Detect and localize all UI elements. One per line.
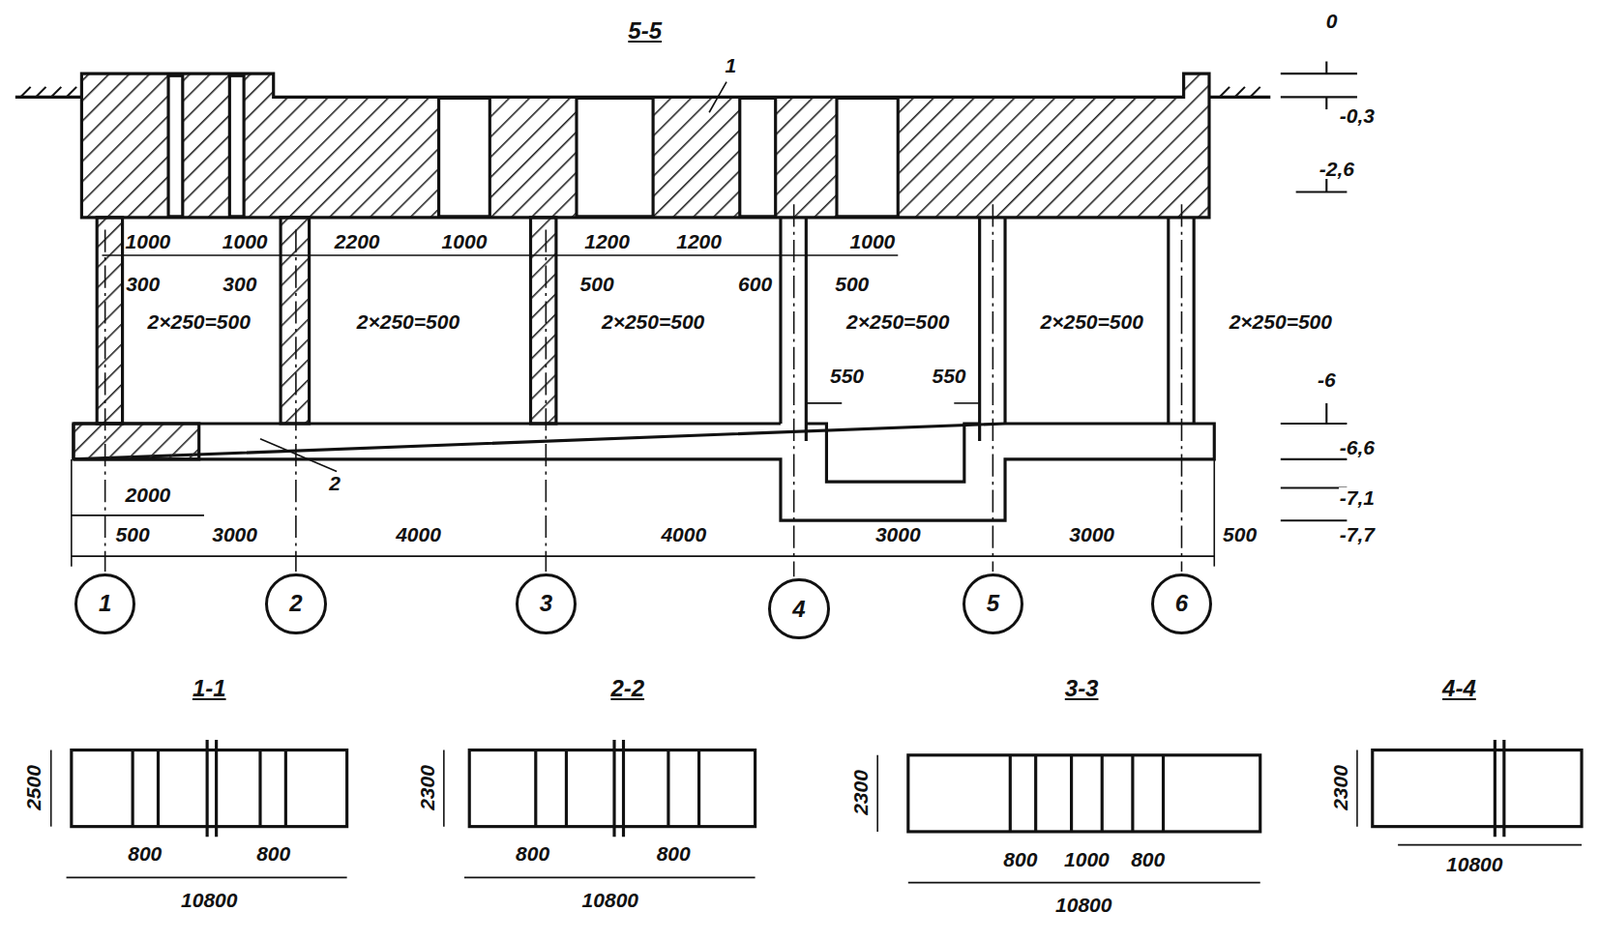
section-title: 5-5 bbox=[626, 19, 663, 43]
elevation-mark: -6,6 bbox=[1338, 437, 1376, 458]
dimension: 4000 bbox=[659, 524, 708, 545]
dimension: 2×250=500 bbox=[355, 311, 461, 332]
dimension: 300 bbox=[124, 273, 161, 295]
axis-circle: 4 bbox=[768, 578, 830, 640]
callout-number: 1 bbox=[723, 55, 738, 76]
dimension: 2000 bbox=[124, 484, 173, 505]
dimension: 2200 bbox=[333, 231, 382, 252]
dimension: 4000 bbox=[394, 524, 443, 545]
section-title: 2-2 bbox=[609, 677, 646, 701]
axis-number: 1 bbox=[98, 590, 112, 618]
dimension: 1200 bbox=[675, 231, 723, 252]
dimension: 2×250=500 bbox=[845, 311, 950, 332]
dimension: 10800 bbox=[1054, 894, 1113, 916]
elevation-mark: -7,7 bbox=[1338, 524, 1376, 545]
dimension: 2300 bbox=[850, 769, 871, 817]
axis-circle: 2 bbox=[265, 573, 326, 635]
dimension: 800 bbox=[514, 843, 551, 864]
elevation-mark: -2,6 bbox=[1318, 158, 1356, 179]
dimension: 10800 bbox=[581, 889, 640, 911]
dimension: 1000 bbox=[221, 231, 269, 252]
dimension: 600 bbox=[737, 273, 773, 295]
dimension: 500 bbox=[1221, 524, 1258, 545]
elevation-mark: -0,3 bbox=[1338, 105, 1376, 126]
dimension: 800 bbox=[1002, 849, 1038, 870]
dimension: 2×250=500 bbox=[147, 311, 252, 332]
axis-number: 2 bbox=[289, 590, 302, 618]
section-title: 4-4 bbox=[1441, 677, 1478, 701]
dimension: 2300 bbox=[1330, 764, 1351, 812]
dimension: 1000 bbox=[849, 231, 897, 252]
dimension: 1200 bbox=[583, 231, 631, 252]
callout-number: 2 bbox=[327, 473, 342, 494]
dimension: 2×250=500 bbox=[600, 311, 706, 332]
dimension: 3000 bbox=[210, 524, 259, 545]
dimension: 800 bbox=[655, 843, 692, 864]
dimension: 500 bbox=[833, 273, 870, 295]
dimension: 300 bbox=[221, 273, 258, 295]
section-title: 1-1 bbox=[191, 677, 228, 701]
dimension: 550 bbox=[930, 365, 967, 386]
dimension: 3000 bbox=[874, 524, 922, 545]
elevation-mark: -7,1 bbox=[1338, 487, 1376, 508]
dimension: 800 bbox=[126, 843, 163, 864]
dimension: 500 bbox=[579, 273, 616, 295]
axis-circle: 6 bbox=[1151, 573, 1213, 635]
section-title: 3-3 bbox=[1064, 677, 1100, 701]
axis-circle: 1 bbox=[74, 573, 136, 635]
dimension: 800 bbox=[255, 843, 292, 864]
axis-number: 5 bbox=[986, 590, 1000, 618]
dimension: 2×250=500 bbox=[1228, 311, 1334, 332]
dimension: 500 bbox=[115, 524, 151, 545]
dimension: 1000 bbox=[441, 231, 489, 252]
dimension: 2×250=500 bbox=[1039, 311, 1145, 332]
axis-number: 6 bbox=[1175, 590, 1188, 618]
dimension: 2500 bbox=[23, 764, 44, 812]
axis-number: 4 bbox=[792, 595, 805, 623]
dimension: 3000 bbox=[1067, 524, 1116, 545]
elevation-mark: -6 bbox=[1316, 369, 1337, 390]
elevation-mark: 0 bbox=[1325, 10, 1339, 31]
axis-circle: 5 bbox=[962, 573, 1024, 635]
dimension: 2300 bbox=[415, 764, 437, 812]
dimension: 550 bbox=[829, 365, 865, 386]
dimension: 1000 bbox=[1063, 849, 1111, 870]
axis-number: 3 bbox=[539, 590, 553, 618]
dimension: 10800 bbox=[179, 889, 238, 911]
dimension: 1000 bbox=[124, 231, 173, 252]
dimension: 10800 bbox=[1445, 854, 1504, 875]
axis-circle: 3 bbox=[515, 573, 577, 635]
dimension: 800 bbox=[1129, 849, 1166, 870]
